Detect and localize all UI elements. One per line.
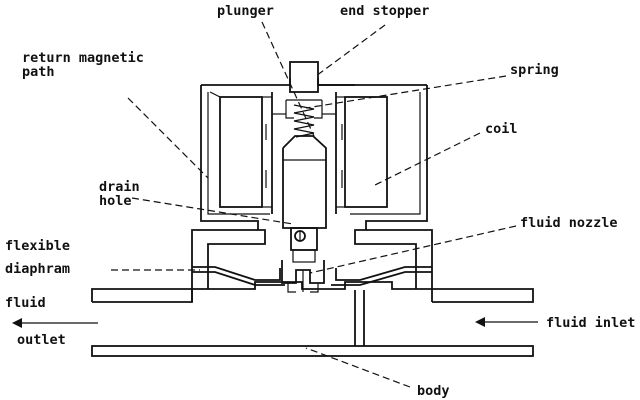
label-drain-hole-line1: drain xyxy=(99,179,140,195)
label-fluid-inlet: fluid inlet xyxy=(546,315,635,331)
label-return-magnetic-path-line1: return magnetic xyxy=(22,50,144,66)
plunger-part xyxy=(282,135,327,263)
label-fluid-outlet-line2: outlet xyxy=(17,332,66,348)
label-coil: coil xyxy=(485,121,518,137)
labels: plunger end stopper return magnetic path… xyxy=(5,3,635,399)
end-stopper-part xyxy=(289,61,355,93)
label-fluid-nozzle: fluid nozzle xyxy=(520,215,618,231)
fluid-outlet-arrow xyxy=(12,318,98,328)
label-spring: spring xyxy=(510,62,559,78)
leader-lines xyxy=(111,21,517,388)
label-return-magnetic-path-line2: path xyxy=(22,64,55,80)
label-flexible-diaphram-line1: flexible xyxy=(5,238,70,254)
label-body: body xyxy=(417,383,450,399)
valve-body xyxy=(91,229,534,357)
flexible-diaphragm xyxy=(192,266,432,286)
label-drain-hole-line2: hole xyxy=(99,193,132,209)
fluid-inlet-arrow xyxy=(475,317,538,327)
label-end-stopper: end stopper xyxy=(340,3,429,19)
label-flexible-diaphram-line2: diaphram xyxy=(5,261,70,277)
coil-assembly xyxy=(200,78,428,230)
label-plunger: plunger xyxy=(217,3,274,19)
fluid-nozzle-part xyxy=(281,260,325,293)
spring-part xyxy=(285,99,323,138)
label-fluid-outlet-line1: fluid xyxy=(5,295,46,311)
